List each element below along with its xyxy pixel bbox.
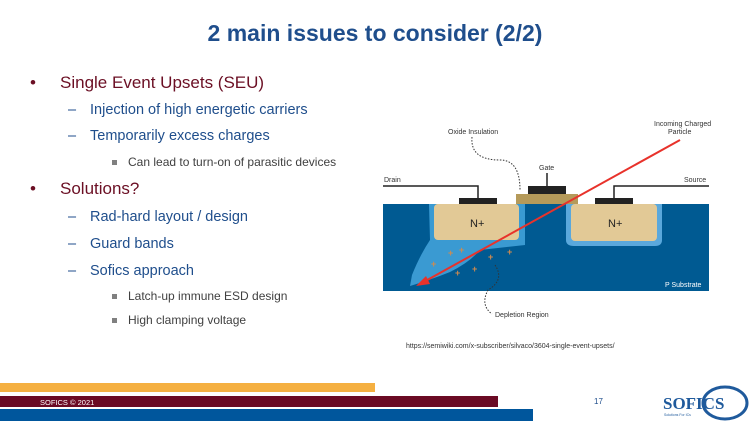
- svg-text:+: +: [472, 264, 477, 274]
- logo-tagline: Solutions For ICs: [664, 413, 691, 417]
- label-depletion: Depletion Region: [495, 312, 549, 319]
- bullet-injection: Injection of high energetic carriers: [68, 102, 308, 118]
- label-incoming-2: Particle: [668, 129, 691, 136]
- slide-title: 2 main issues to consider (2/2): [207, 20, 543, 46]
- footer-copyright: SOFICS © 2021: [40, 398, 95, 407]
- footer-bar-blue: [0, 409, 533, 421]
- label-drain: Drain: [384, 177, 401, 184]
- oxide-layer: [516, 194, 578, 204]
- bullet-guard: Guard bands: [68, 236, 174, 252]
- label-gate: Gate: [539, 165, 554, 172]
- gate-contact: [528, 186, 566, 194]
- sofics-logo: SOFICS Solutions For ICs: [663, 385, 749, 421]
- svg-text:+: +: [431, 259, 436, 269]
- bullet-parasitic: Can lead to turn-on of parasitic devices: [111, 155, 337, 169]
- logo-text: SOFICS: [663, 394, 724, 413]
- label-source: Source: [684, 177, 706, 184]
- particle-trajectory: [419, 139, 681, 285]
- label-incoming-1: Incoming Charged: [654, 121, 711, 128]
- svg-text:+: +: [448, 248, 453, 258]
- bullet-latchup: Latch-up immune ESD design: [111, 289, 288, 303]
- footer-bar-orange: [0, 383, 375, 392]
- bullet-seu: Single Event Upsets (SEU): [30, 73, 264, 93]
- svg-text:+: +: [459, 245, 464, 255]
- label-substrate: P Substrate: [665, 282, 702, 289]
- n-plus-source: [571, 204, 657, 241]
- label-nplus-source: N+: [608, 218, 622, 230]
- arrow-head-icon: [416, 276, 430, 286]
- n-plus-drain: [434, 204, 519, 240]
- footer-bar-maroon: [0, 396, 498, 407]
- bullet-sofics: Sofics approach: [68, 263, 194, 279]
- bullet-excess: Temporarily excess charges: [68, 128, 270, 144]
- label-oxide: Oxide Insulation: [448, 129, 498, 136]
- label-nplus-drain: N+: [470, 218, 484, 230]
- image-source-link[interactable]: https://semiwiki.com/x-subscriber/silvac…: [406, 343, 615, 350]
- bullet-clamping: High clamping voltage: [111, 313, 247, 327]
- svg-text:+: +: [488, 252, 493, 262]
- bullet-radhard: Rad-hard layout / design: [68, 209, 248, 225]
- page-number: 17: [594, 397, 603, 406]
- svg-text:+: +: [455, 268, 460, 278]
- bullet-solutions: Solutions?: [30, 179, 140, 199]
- svg-text:+: +: [507, 247, 512, 257]
